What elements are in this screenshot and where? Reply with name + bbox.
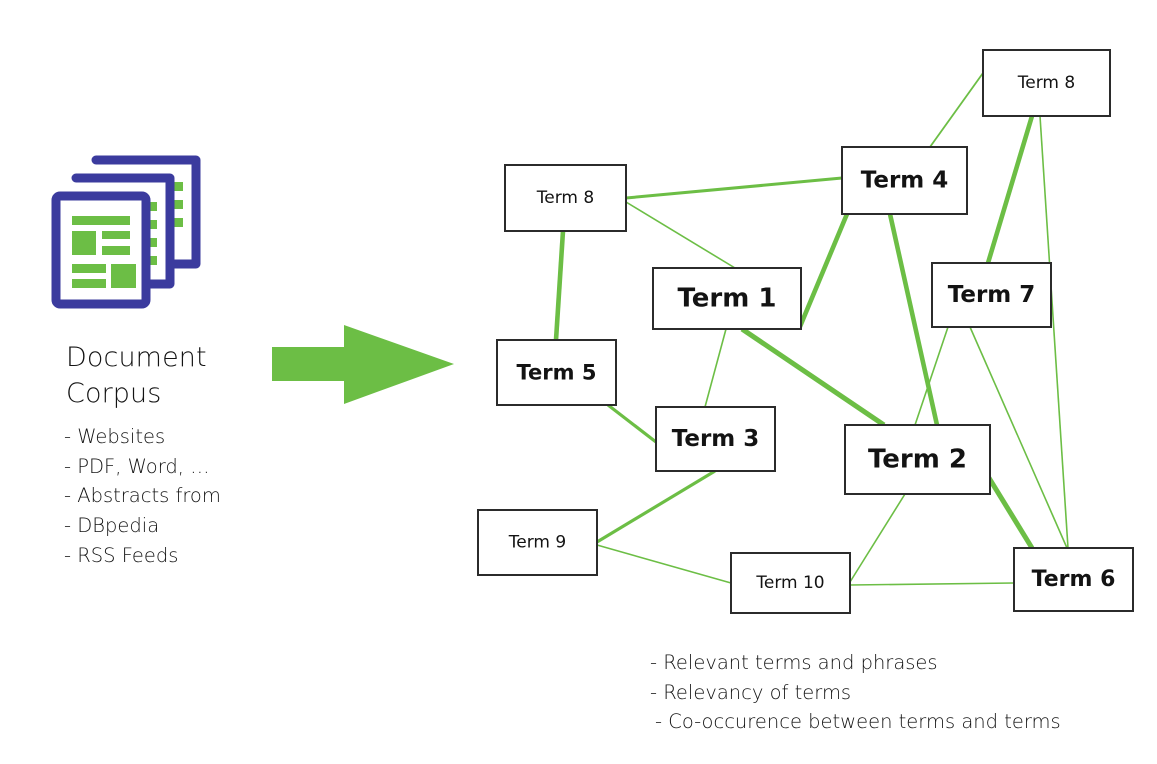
graph-edge-t9-t10 xyxy=(596,544,732,584)
graph-edge-t8b-t5 xyxy=(553,230,566,341)
list-item: - Relevancy of terms xyxy=(650,680,852,704)
graph-edge-t4-t2 xyxy=(887,213,940,426)
graph-canvas: Term 8 Term 8 Term 4 Term 1 Term 7 Term 5 Term… xyxy=(477,49,1134,614)
node-label: Term 8 xyxy=(1017,73,1075,93)
node-label: Term 2 xyxy=(868,445,967,475)
graph-node-t8t[interactable]: Term 8 xyxy=(982,49,1111,117)
node-box xyxy=(477,509,598,576)
graph-edge-t4-t1 xyxy=(796,213,850,330)
node-label: Term 10 xyxy=(755,573,824,593)
node-box xyxy=(730,552,851,614)
list-item: - Relevant terms and phrases xyxy=(650,651,938,674)
list-item: - PDF, Word, … xyxy=(64,454,210,478)
graph-node-t5[interactable]: Term 5 xyxy=(496,339,617,406)
node-label: Term 1 xyxy=(678,284,777,314)
list-item: - DBpedia xyxy=(64,513,160,537)
document-corpus-panel: Document Corpus - Websites - PDF, Word, … xyxy=(0,0,300,600)
node-label: Term 3 xyxy=(672,426,760,452)
list-item: - RSS Feeds xyxy=(64,543,179,567)
corpus-bullet-list: - Websites - PDF, Word, … - Abstracts fr… xyxy=(64,422,304,570)
graph-edge-t10-t6 xyxy=(849,582,1015,586)
graph-node-t2[interactable]: Term 2 xyxy=(844,424,991,495)
list-item: - Websites xyxy=(64,425,166,448)
node-label: Term 6 xyxy=(1032,567,1116,592)
graph-node-layer: Term 8 Term 8 Term 4 Term 1 Term 7 Term 5 Term… xyxy=(477,49,1134,614)
right-arrow-icon xyxy=(272,320,457,410)
graph-edge-layer xyxy=(553,72,1069,586)
node-label: Term 5 xyxy=(517,361,597,385)
node-box xyxy=(982,49,1111,117)
graph-node-t1[interactable]: Term 1 xyxy=(652,267,802,330)
node-label: Term 4 xyxy=(861,168,949,194)
graph-node-t6[interactable]: Term 6 xyxy=(1013,547,1134,612)
graph-node-t8b[interactable]: Term 8 xyxy=(504,164,627,232)
list-item: - Abstracts from xyxy=(64,484,221,508)
document-stack-icon xyxy=(48,152,213,312)
node-box xyxy=(655,406,776,472)
graph-edge-t3-t9 xyxy=(596,469,716,544)
graph-node-t9[interactable]: Term 9 xyxy=(477,509,598,576)
graph-edge-t1-t3 xyxy=(704,328,727,408)
term-co-occurrence-graph: Term 8 Term 8 Term 4 Term 1 Term 7 Term 5 Term… xyxy=(460,30,1157,630)
graph-edge-t8b-t1 xyxy=(625,201,736,269)
graph-edge-t7-t2 xyxy=(914,326,949,426)
node-box xyxy=(1013,547,1134,612)
graph-node-t10[interactable]: Term 10 xyxy=(730,552,851,614)
node-box xyxy=(844,424,991,495)
node-box xyxy=(931,262,1052,328)
corpus-title: Document Corpus xyxy=(66,342,207,409)
graph-output-caption: - Relevant terms and phrases - Relevancy… xyxy=(650,648,1120,737)
list-item: - Co-occurence between terms and terms xyxy=(655,710,1061,734)
graph-edge-t1-t2 xyxy=(740,326,886,428)
graph-edge-t8t-t7 xyxy=(985,115,1035,264)
graph-node-t3[interactable]: Term 3 xyxy=(655,406,776,472)
node-box xyxy=(652,267,802,330)
graph-edge-t8t-t4 xyxy=(929,72,984,148)
node-box xyxy=(841,146,968,215)
node-label: Term 9 xyxy=(508,533,566,553)
graph-edge-t5-t3 xyxy=(607,403,657,444)
graph-edge-t7-t6 xyxy=(969,326,1068,549)
graph-node-t7[interactable]: Term 7 xyxy=(931,262,1052,328)
node-box xyxy=(504,164,627,232)
graph-edge-t8b-t4 xyxy=(625,176,843,200)
node-box xyxy=(496,339,617,406)
graph-edge-t10-t2 xyxy=(849,493,906,583)
graph-node-t4[interactable]: Term 4 xyxy=(841,146,968,215)
node-label: Term 8 xyxy=(536,188,594,208)
node-label: Term 7 xyxy=(948,282,1036,308)
graph-edge-t8t-t6 xyxy=(1039,115,1069,549)
